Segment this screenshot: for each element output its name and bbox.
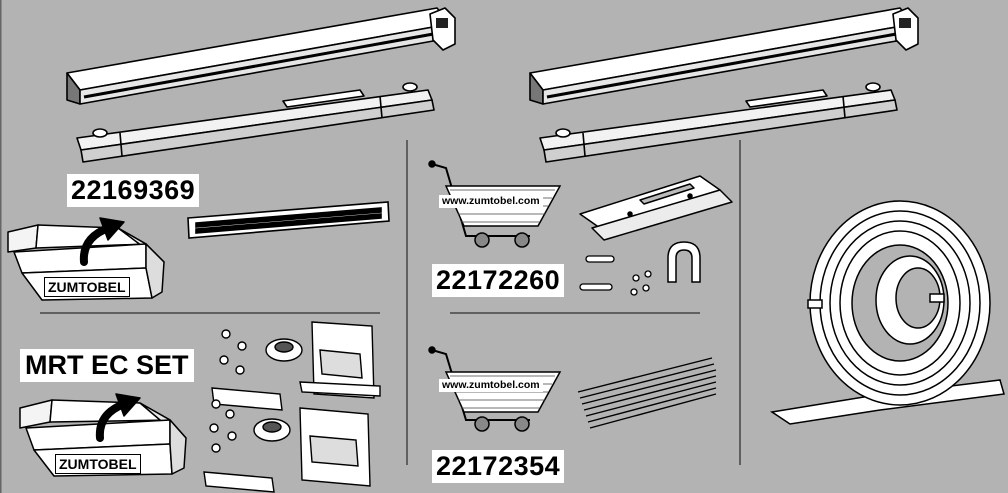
track-rail-right — [529, 7, 919, 105]
u-clip — [667, 241, 701, 283]
article-number-label: 22172260 — [432, 264, 565, 297]
cover-strip — [187, 201, 390, 239]
end-cap-parts-bottom — [203, 399, 371, 493]
wire-bundle — [577, 357, 717, 429]
brand-label: ZUMTOBEL — [44, 277, 130, 297]
small-parts — [579, 255, 652, 296]
mounting-profile-right — [539, 82, 898, 163]
connector-plate — [579, 175, 733, 241]
end-cap-parts-top — [211, 321, 381, 411]
article-number-label: 22169369 — [67, 174, 200, 207]
track-rail-left — [66, 7, 456, 105]
mounting-profile-left — [76, 82, 435, 163]
brand-label: ZUMTOBEL — [55, 454, 141, 474]
flat-cable-roll — [769, 200, 1005, 425]
set-name-label: MRT EC SET — [20, 349, 194, 382]
website-label: www.zumtobel.com — [439, 379, 543, 392]
divider-lines — [40, 140, 741, 465]
website-label: www.zumtobel.com — [439, 195, 543, 208]
article-number-label: 22172354 — [432, 450, 565, 483]
